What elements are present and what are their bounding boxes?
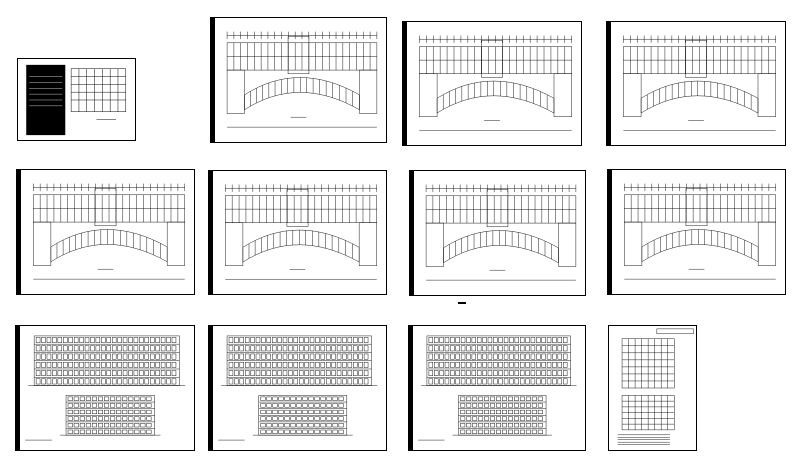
elevation-drawing [25, 335, 186, 441]
floor-plan-drawing [226, 31, 378, 128]
sheet-elevation-1 [15, 325, 195, 451]
title-block [209, 326, 213, 450]
elevation-drawing [617, 328, 694, 445]
title-block [16, 326, 20, 450]
sheet-elevation-2 [208, 325, 387, 451]
title-block [211, 18, 215, 142]
elevation-drawing [218, 335, 378, 441]
title-block [403, 22, 407, 145]
floor-plan-drawing [419, 35, 572, 131]
sheet-floor-plan-7 [607, 169, 786, 295]
title-block [608, 170, 612, 294]
floor-plan-drawing [624, 183, 776, 280]
sheet-floor-plan-5 [208, 170, 387, 295]
sheet-elevation-3 [408, 325, 586, 451]
cover-drawing [26, 64, 127, 136]
title-block [607, 22, 611, 145]
title-block [410, 171, 414, 295]
elevation-drawing [418, 335, 577, 441]
floor-plan-drawing [225, 184, 377, 280]
title-block [409, 326, 413, 450]
sheet-floor-plan-3 [606, 21, 786, 146]
sheet-index-mark [458, 302, 466, 304]
floor-plan-drawing [33, 183, 185, 280]
title-block [17, 170, 21, 294]
sheet-floor-plan-2 [402, 21, 582, 146]
floor-plan-drawing [425, 184, 577, 281]
title-block [209, 171, 213, 294]
sheet-elevation-4 [608, 325, 697, 451]
sheet-floor-plan-1 [210, 17, 387, 143]
floor-plan-drawing [623, 35, 776, 131]
sheet-floor-plan-6 [409, 170, 586, 296]
sheet-floor-plan-4 [16, 169, 195, 295]
sheet-cover [17, 58, 136, 141]
